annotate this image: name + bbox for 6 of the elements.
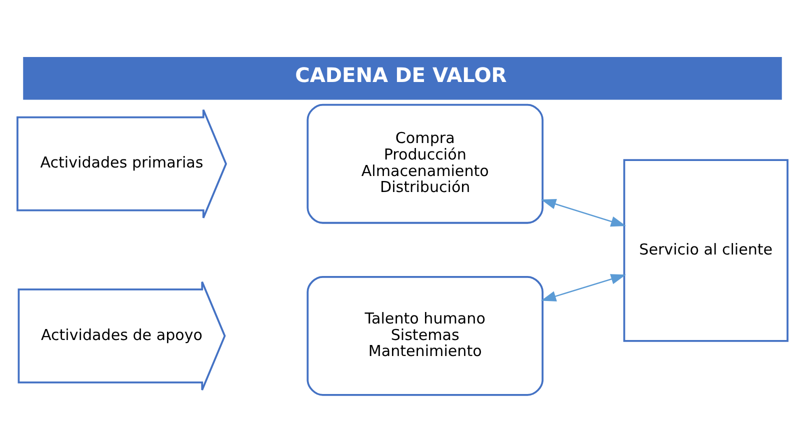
arrow	[540, 198, 626, 226]
node-box: Talento humano Sistemas Mantenimiento	[306, 275, 544, 396]
node-box: Servicio al cliente	[623, 158, 788, 342]
node-box: Compra Producción Almacenamiento Distribución	[306, 103, 544, 224]
diagram-title: CADENA DE VALOR	[295, 62, 507, 86]
arrow	[540, 274, 626, 301]
